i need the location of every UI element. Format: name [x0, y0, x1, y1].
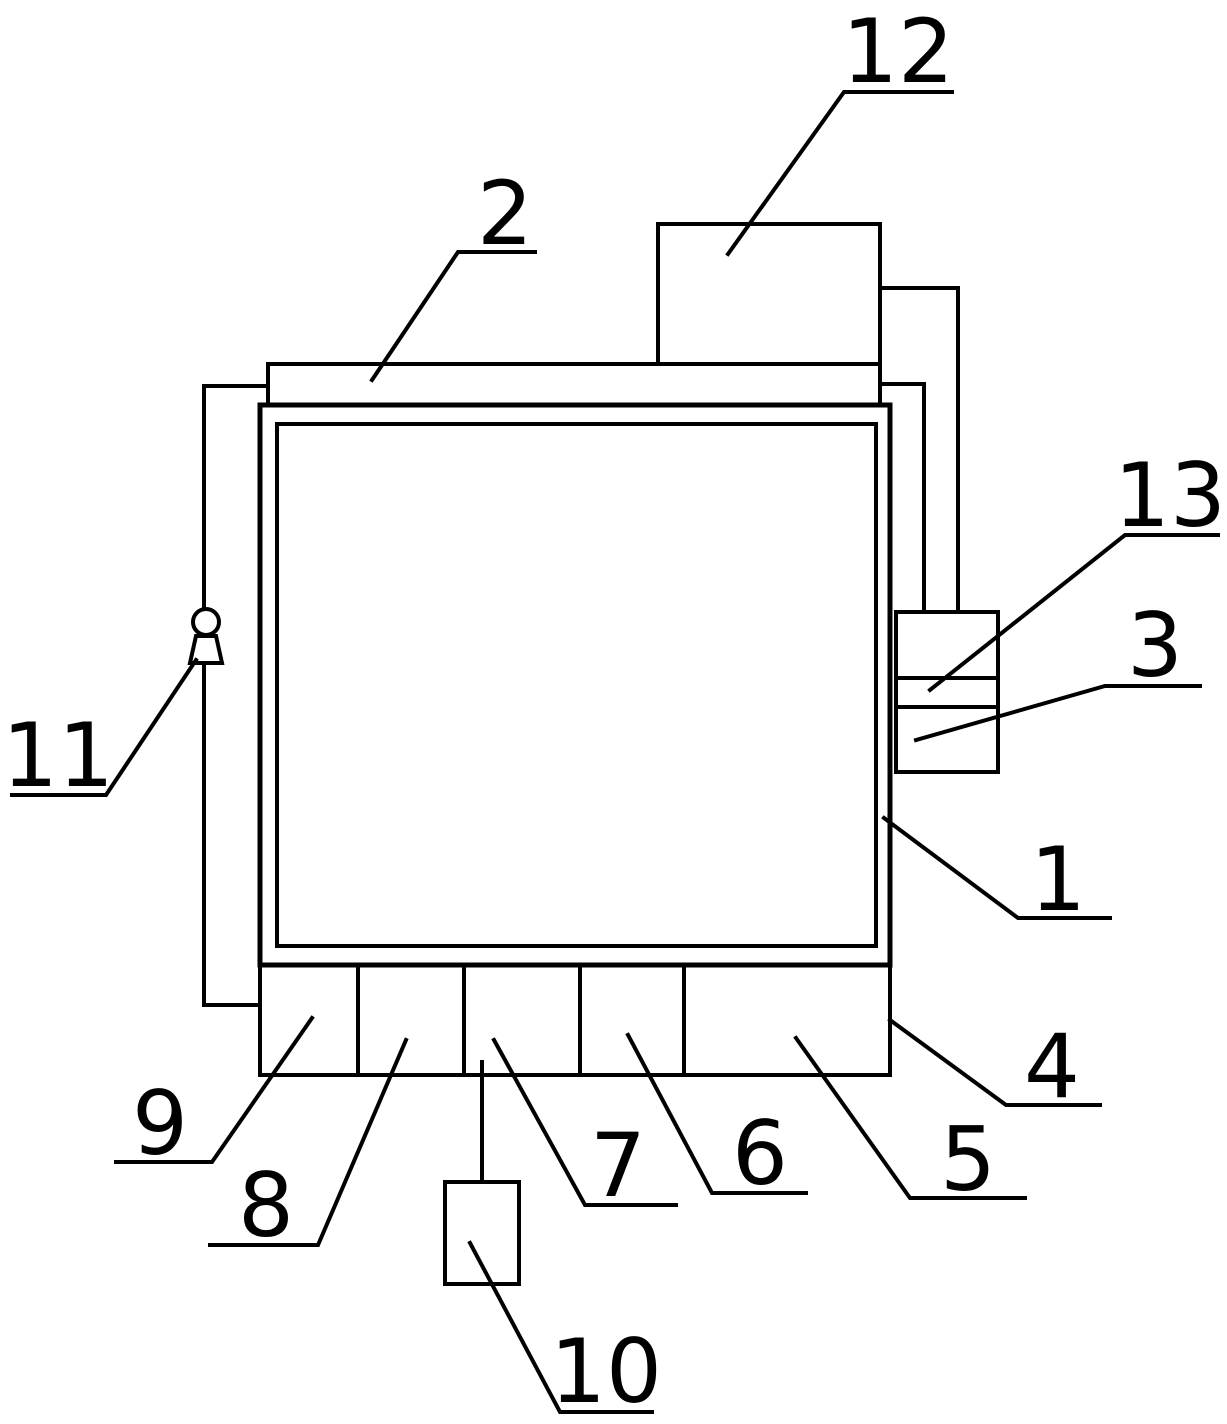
right-pipe-inner — [878, 382, 926, 614]
label-6: 6 — [732, 1102, 788, 1205]
label-3: 3 — [1127, 594, 1183, 697]
label-5: 5 — [940, 1108, 996, 1211]
leader-3 — [913, 684, 1202, 743]
top-cover — [266, 362, 882, 407]
leader-10 — [467, 1240, 654, 1414]
label-2: 2 — [477, 162, 533, 265]
label-8: 8 — [238, 1154, 294, 1257]
leader-8 — [208, 1037, 409, 1247]
housing-outer-frame — [257, 402, 893, 968]
leader-1 — [881, 815, 1112, 920]
leader-12 — [725, 90, 954, 257]
leader-5 — [793, 1035, 1027, 1200]
side-unit-frame — [894, 610, 1000, 774]
housing-inner-frame — [275, 422, 878, 948]
leader-lines — [10, 90, 1220, 1414]
bottom-modules — [258, 963, 892, 1077]
label-1: 1 — [1030, 828, 1086, 931]
main-housing — [257, 402, 893, 968]
leader-13 — [927, 533, 1220, 693]
leader-7 — [491, 1037, 678, 1207]
valve-icon — [187, 607, 225, 665]
side-unit — [894, 610, 1000, 774]
leader-9 — [114, 1015, 315, 1164]
bottom-module-row — [258, 963, 892, 1077]
right-pipe-outer — [878, 286, 960, 614]
top-cover-outline — [266, 362, 882, 407]
leader-11 — [10, 657, 199, 797]
label-11: 11 — [2, 704, 114, 807]
upper-box — [656, 222, 882, 366]
leader-2 — [369, 250, 537, 383]
leader-6 — [625, 1032, 808, 1195]
label-12: 12 — [842, 0, 954, 103]
lower-box — [443, 1180, 521, 1286]
leader-4 — [887, 1017, 1102, 1107]
label-9: 9 — [132, 1072, 188, 1175]
label-13: 13 — [1114, 444, 1226, 547]
label-7: 7 — [590, 1114, 646, 1217]
label-4: 4 — [1024, 1015, 1080, 1118]
left-pipe — [202, 384, 270, 1007]
label-10: 10 — [550, 1320, 662, 1423]
